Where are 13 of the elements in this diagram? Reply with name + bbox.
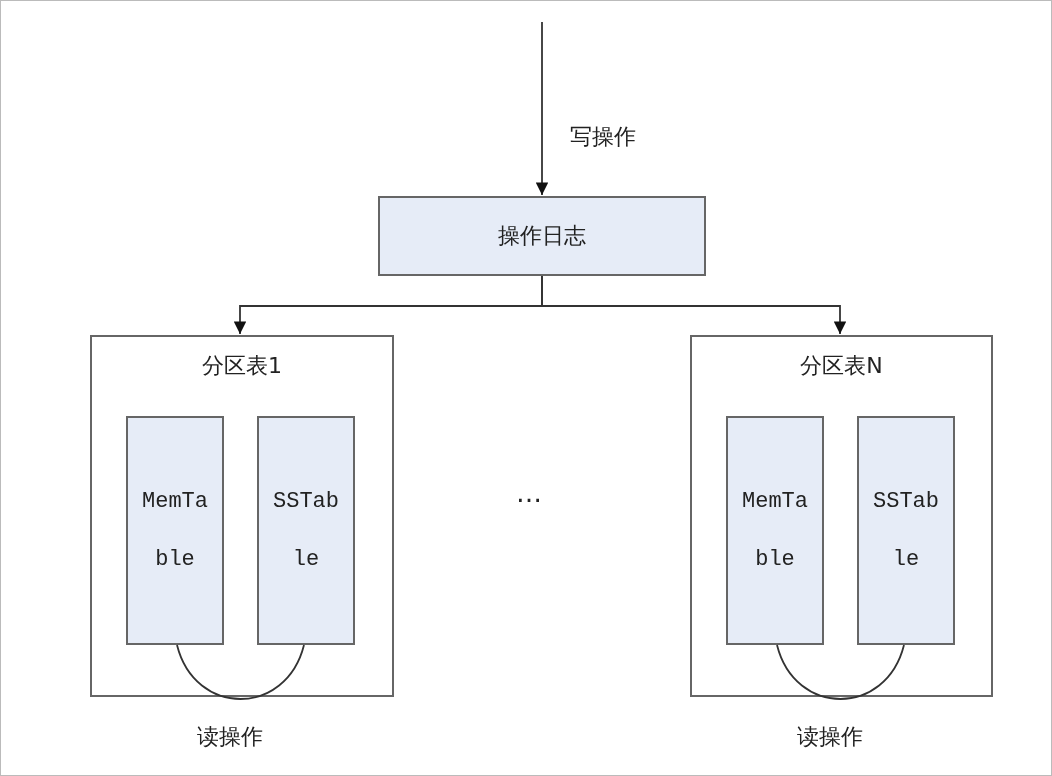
table-box: MemTable xyxy=(126,416,224,645)
table-box: MemTable xyxy=(726,416,824,645)
partition-title: 分区表N xyxy=(799,352,884,380)
partition-box xyxy=(90,335,394,697)
arrow xyxy=(541,275,847,335)
connector-curve xyxy=(176,644,305,700)
table-box: SSTable xyxy=(257,416,355,645)
connector-curve xyxy=(776,644,905,700)
process-box: 操作日志 xyxy=(378,196,706,276)
arrow xyxy=(535,21,549,196)
table-box: SSTable xyxy=(857,416,955,645)
partition-title: 分区表1 xyxy=(201,352,283,380)
partition-box xyxy=(690,335,993,697)
